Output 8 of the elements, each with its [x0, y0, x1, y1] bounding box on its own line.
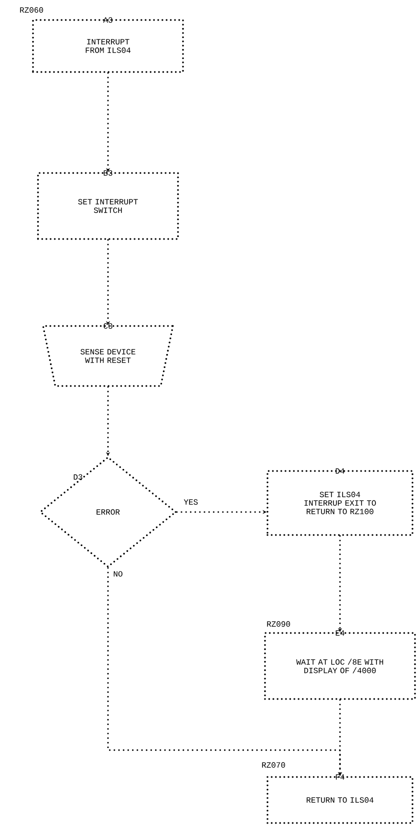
page-label: RZ060 — [20, 7, 44, 13]
entry-label: RZ070 — [262, 762, 286, 768]
entry-label: RZ090 — [267, 621, 290, 627]
process-box: A3 INTERRUPT FROM ILS04 — [32, 16, 184, 73]
io-box: C3 SENSE DEVICE WITH RESET — [42, 322, 174, 387]
edge-label: NO — [114, 571, 122, 577]
edge-label: YES — [184, 499, 198, 505]
process-box: D4 SET ILS04 INTERRUP EXIT TO RETURN TO RZ100 — [266, 467, 414, 536]
